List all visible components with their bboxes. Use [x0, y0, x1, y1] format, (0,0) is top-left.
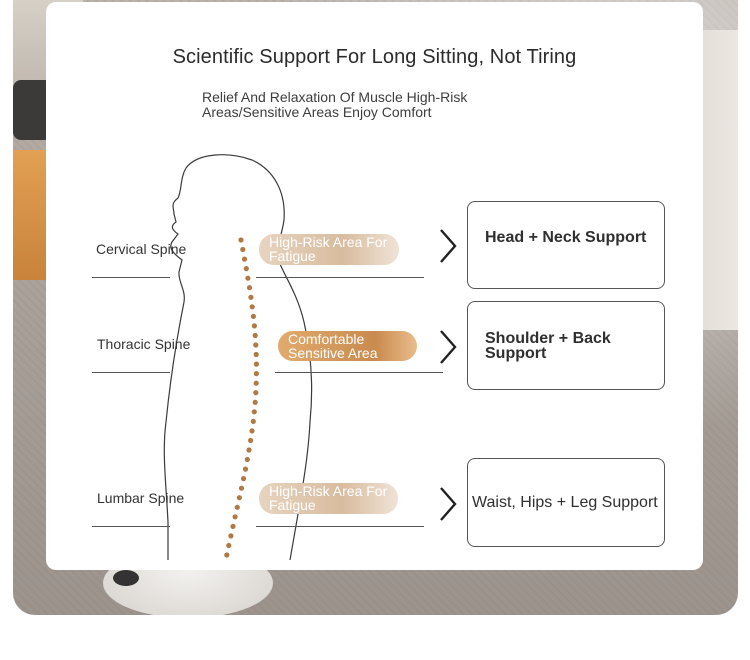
spine-dot [238, 237, 244, 243]
spine-dot [252, 332, 258, 339]
spine-dot [248, 437, 254, 444]
spine-dot [248, 294, 254, 300]
chair-base-hole [113, 570, 139, 586]
spine-dot [251, 409, 257, 415]
chevron-right-icon [440, 487, 457, 521]
spine-dot [234, 504, 240, 510]
spine-dot [253, 380, 259, 386]
spine-dot [240, 476, 247, 482]
spine-dot [253, 390, 259, 396]
lumbar-area-pill: High-Risk Area For Fatigue [259, 483, 398, 514]
shoulder-back-support-box: Shoulder + Back Support [467, 301, 665, 390]
spine-dot [250, 418, 256, 424]
spine-dot [238, 485, 245, 491]
spine-dot [252, 399, 258, 405]
spine-dot [236, 495, 242, 501]
spine-dot [251, 323, 257, 329]
head-neck-support-box: Head + Neck Support [467, 201, 665, 289]
cervical-spine-label: Cervical Spine [96, 241, 187, 257]
spine-dot [253, 351, 259, 358]
spine-dot [249, 304, 255, 310]
cervical-right-line [256, 277, 424, 278]
head-neck-support-label: Head + Neck Support [485, 229, 647, 246]
lumbar-spine-label: Lumbar Spine [97, 490, 185, 506]
waist-hips-leg-support-box: Waist, Hips + Leg Support [467, 458, 665, 547]
chevron-right-icon [440, 229, 457, 263]
spine-dot [250, 313, 256, 319]
human-silhouette-figure [163, 154, 313, 561]
shoulder-back-support-label: Shoulder + Back Support [485, 330, 611, 362]
spine-dot [246, 447, 252, 453]
thoracic-right-line [275, 372, 443, 373]
chevron-right-icon [440, 330, 457, 364]
waist-hips-leg-support-label: Waist, Hips + Leg Support [472, 494, 658, 511]
page-subtitle: Relief And Relaxation Of Muscle High-Ris… [202, 89, 468, 120]
thoracic-left-line [92, 372, 170, 373]
thoracic-area-pill: Comfortable Sensitive Area [278, 331, 417, 361]
spine-dot [232, 514, 238, 520]
spine-dot [253, 371, 259, 377]
info-card: Scientific Support For Long Sitting, Not… [46, 2, 703, 570]
spine-dot [245, 275, 251, 281]
spine-dot [230, 523, 236, 530]
spine-dot [242, 466, 249, 472]
spine-dot [224, 552, 230, 558]
spine-dots [224, 237, 259, 558]
spine-dot [246, 285, 253, 291]
spine-dot [249, 428, 255, 434]
spine-dot [241, 256, 248, 262]
spine-dot [240, 246, 246, 253]
spine-dot [244, 456, 250, 463]
thoracic-spine-label: Thoracic Spine [97, 336, 191, 352]
cervical-area-pill: High-Risk Area For Fatigue [259, 234, 399, 265]
lumbar-right-line [256, 526, 424, 527]
spine-dot [243, 266, 249, 272]
head-outline [163, 154, 313, 561]
page-title: Scientific Support For Long Sitting, Not… [172, 46, 577, 68]
spine-dot [253, 361, 259, 367]
spine-dot [253, 342, 259, 348]
spine-dot [228, 533, 234, 539]
spine-dot [226, 542, 232, 549]
lumbar-left-line [92, 526, 170, 527]
cervical-left-line [92, 277, 170, 278]
